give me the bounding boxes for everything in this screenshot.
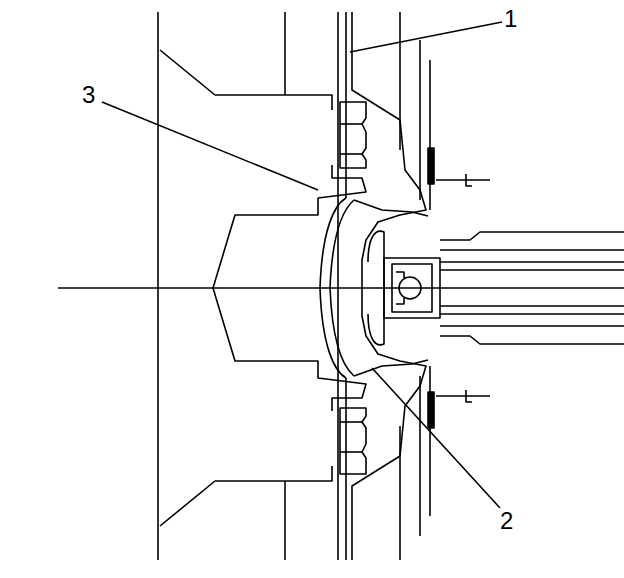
flexplate bbox=[337, 12, 339, 560]
crank-face bbox=[284, 481, 286, 560]
leader-line bbox=[372, 368, 500, 508]
line-art bbox=[58, 12, 624, 560]
converter-cover bbox=[352, 12, 426, 560]
callout-number: 1 bbox=[502, 6, 519, 32]
crankshaft bbox=[160, 50, 366, 288]
pilot-cup bbox=[330, 200, 354, 376]
pilot-cup bbox=[354, 200, 428, 376]
leader-line bbox=[102, 102, 318, 190]
flexplate bbox=[345, 378, 347, 560]
bolt bbox=[340, 408, 366, 474]
bearing-ball bbox=[399, 277, 421, 299]
pilot-cup bbox=[368, 231, 384, 345]
callout-number: 2 bbox=[498, 508, 515, 534]
input-shaft bbox=[440, 232, 624, 270]
pilot-cup bbox=[320, 198, 346, 378]
crankshaft bbox=[160, 288, 366, 526]
crank-face bbox=[284, 12, 286, 95]
center-axis bbox=[58, 287, 624, 289]
callout-number: 3 bbox=[80, 82, 97, 108]
flexplate bbox=[345, 12, 347, 198]
block-face bbox=[157, 12, 159, 560]
leader-line bbox=[350, 22, 502, 52]
input-shaft bbox=[440, 306, 624, 344]
pilot-bearing bbox=[384, 258, 440, 318]
bolt bbox=[340, 102, 366, 168]
